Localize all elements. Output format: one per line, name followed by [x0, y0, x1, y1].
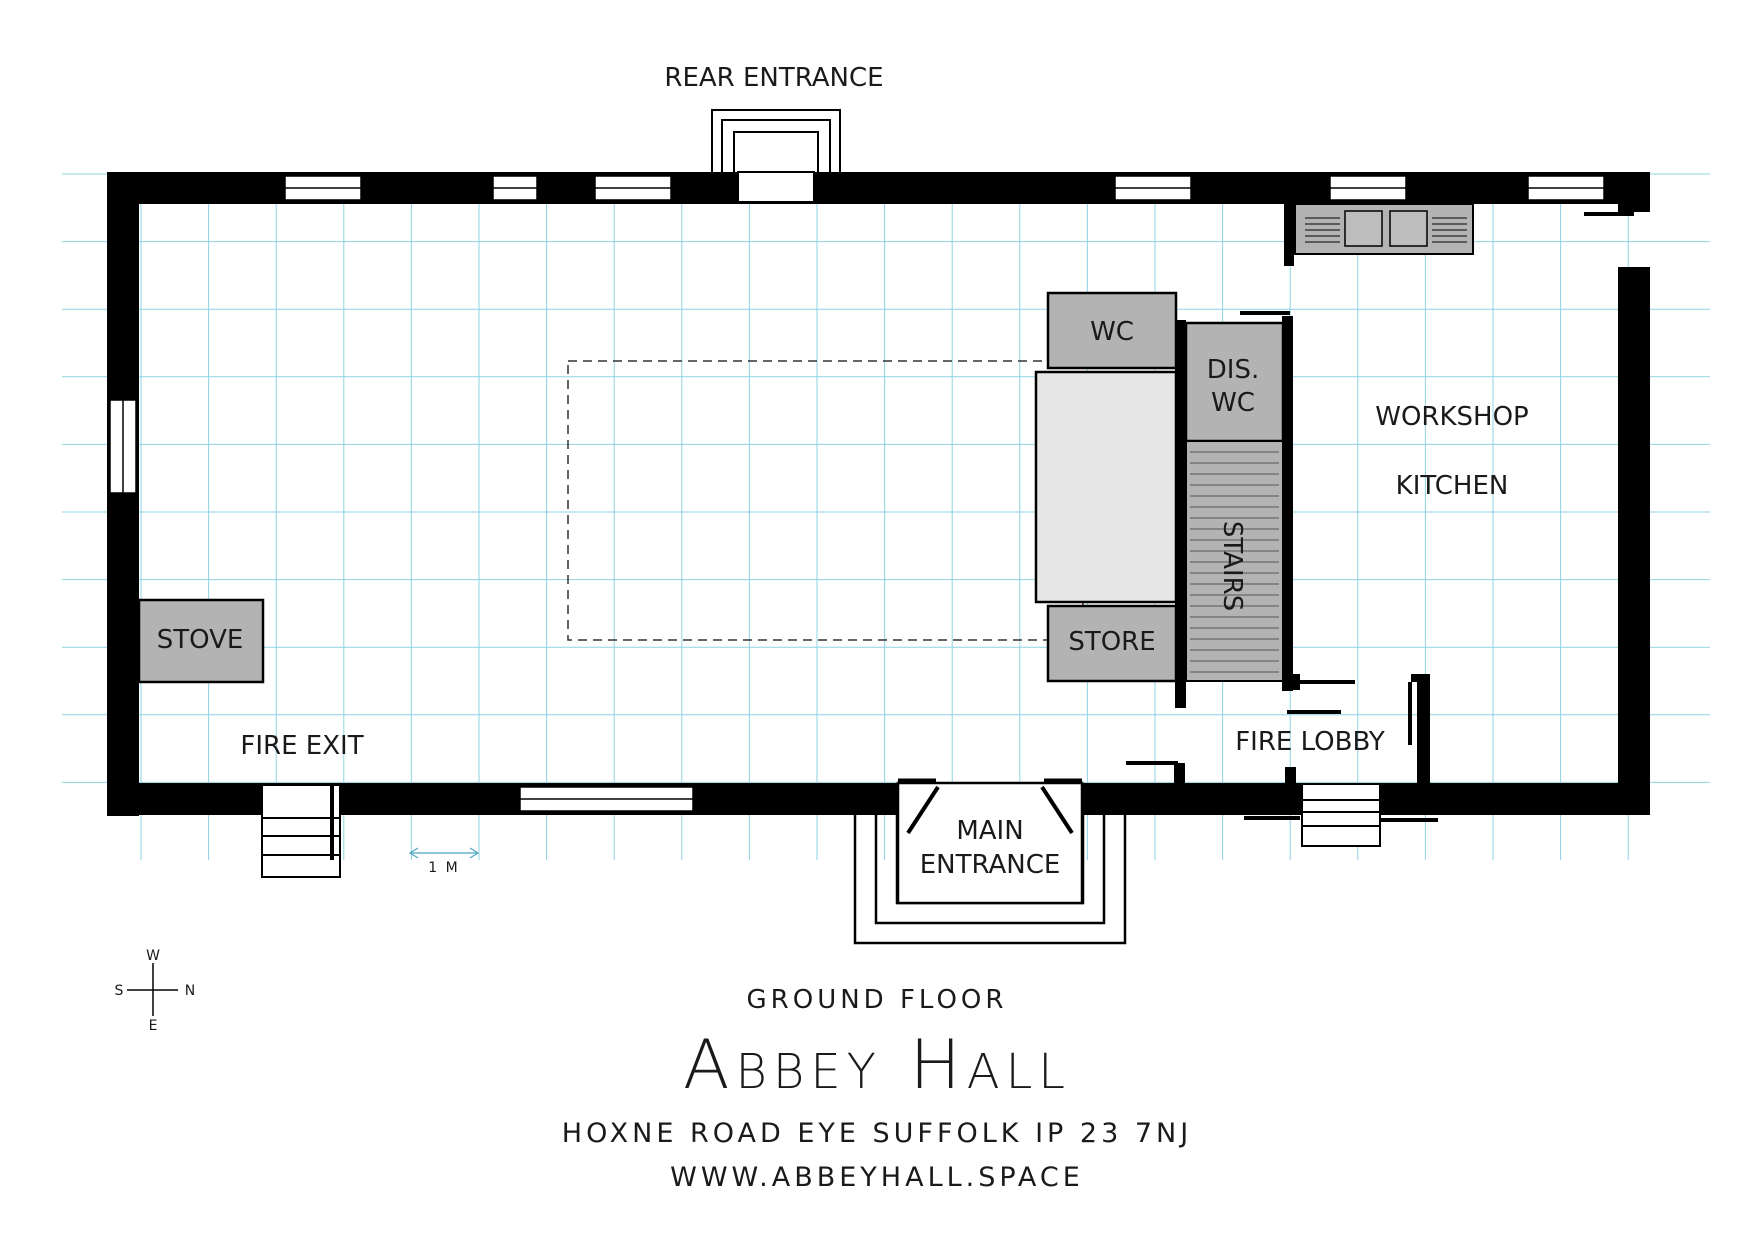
lobby-walls — [1174, 674, 1430, 787]
stairs-label: STAIRS — [1217, 521, 1247, 611]
stove-label: STOVE — [157, 625, 244, 655]
hall-name: Abbey Hall — [682, 1026, 1072, 1105]
workshop-label: WORKSHOP — [1375, 402, 1529, 432]
kitchen-sink-icon — [1284, 203, 1474, 266]
compass-north: N — [185, 983, 195, 999]
main-entrance-label-line1: MAIN — [956, 816, 1023, 846]
fire-exit-steps — [261, 784, 341, 878]
floor-title: GROUND FLOOR — [746, 985, 1008, 1015]
lobby-doors — [1126, 311, 1438, 822]
left-window — [109, 399, 137, 494]
fire-lobby-label: FIRE LOBBY — [1235, 727, 1385, 757]
main-entrance-label-line2: ENTRANCE — [920, 850, 1061, 880]
rear-entrance-steps — [711, 109, 841, 203]
compass-rose-icon: W S N E — [115, 948, 196, 1034]
dis-wc-label-line2: WC — [1211, 388, 1255, 418]
store-room — [1046, 604, 1178, 683]
dis-wc-room — [1184, 321, 1285, 443]
bottom-window — [519, 786, 694, 812]
store-label: STORE — [1068, 627, 1155, 657]
compass-south: S — [115, 983, 124, 999]
fire-lobby-steps — [1301, 783, 1381, 847]
wc-room — [1046, 291, 1178, 370]
compass-east: E — [149, 1018, 158, 1034]
kitchen-label: KITCHEN — [1396, 471, 1509, 501]
website: WWW.ABBEYHALL.SPACE — [670, 1162, 1084, 1193]
stove — [137, 598, 265, 684]
dis-wc-label-line1: DIS. — [1207, 355, 1259, 385]
stairs — [1185, 440, 1284, 682]
rear-entrance-label: REAR ENTRANCE — [664, 63, 883, 93]
stage-platform — [1034, 370, 1178, 604]
address: HOXNE ROAD EYE SUFFOLK IP 23 7NJ — [561, 1118, 1193, 1149]
wc-label: WC — [1090, 317, 1134, 347]
partition-walls — [1175, 316, 1293, 708]
scale-bar-icon — [408, 847, 480, 859]
top-windows — [284, 175, 1605, 201]
compass-west: W — [146, 948, 160, 964]
main-entrance-steps — [853, 778, 1127, 945]
fire-exit-label: FIRE EXIT — [240, 731, 363, 761]
scale-bar-label: 1 M — [428, 860, 459, 876]
dashed-floor-area — [567, 360, 1084, 641]
